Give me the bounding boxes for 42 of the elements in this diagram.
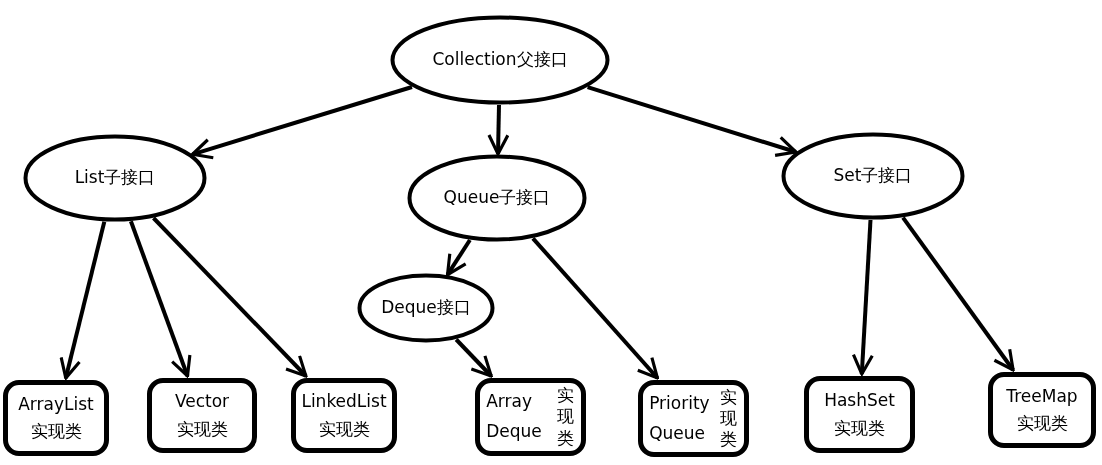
class-box [291,378,397,453]
node-label: Collection父接口 [432,49,568,71]
node-label: 实现类 [1016,413,1068,435]
node-label: Queue子接口 [443,187,551,209]
class-box [988,372,1096,448]
class-box [147,378,257,453]
arrow [445,238,472,277]
node-label: Deque接口 [381,297,471,319]
arrow [454,338,493,378]
node-label: 实现类 [30,421,82,443]
arrow [487,104,510,156]
node-label: ArrayList [18,393,94,415]
node-label: LinkedList [301,391,387,413]
arrow [851,219,874,376]
class-box [804,376,915,453]
node-label: 实现类 [834,417,885,439]
node-label: TreeMap [1006,385,1078,407]
class-box [638,380,749,457]
arrow [901,216,1015,372]
node-label: Priority Queue [649,391,711,445]
interface-ellipse [390,15,610,105]
node-label: 实现类 [176,418,228,440]
class-box [3,380,109,456]
arrow [587,85,798,157]
interface-ellipse [407,154,587,242]
node-label: 实现类 [318,418,370,440]
class-box [475,378,586,456]
interface-ellipse [23,134,207,222]
node-label: Vector [174,391,230,413]
arrow [531,236,659,380]
node-label: HashSet [824,390,895,412]
node-label: Array Deque [486,390,543,443]
arrow [59,221,107,380]
arrow [129,220,192,378]
node-label: Set子接口 [833,165,913,187]
arrow [190,85,413,160]
interface-ellipse [357,273,495,343]
arrow [152,216,308,378]
interface-ellipse [781,132,965,220]
node-label: 实现类 [556,385,575,449]
node-label: List子接口 [74,167,156,189]
node-label: 实现类 [719,386,738,451]
